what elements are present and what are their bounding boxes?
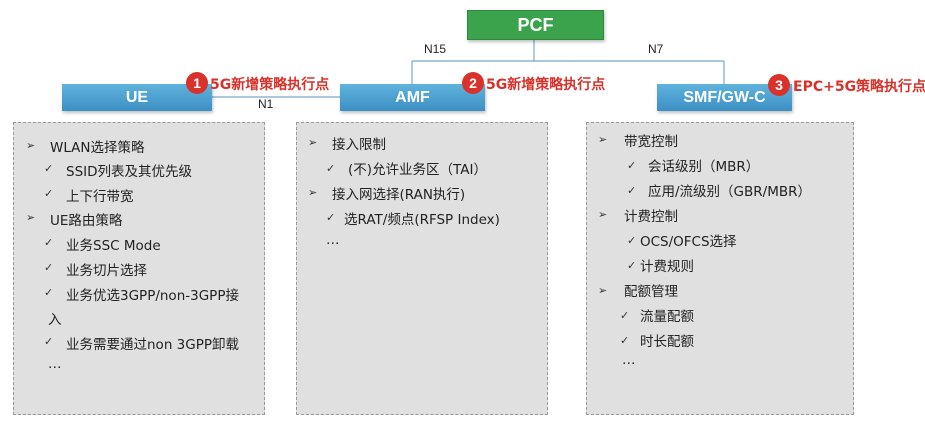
amf-node: AMF (340, 84, 485, 111)
bullet-icon: ➢ (308, 186, 318, 199)
ue-route-item: UE路由策略 (50, 213, 123, 229)
interface-n15-label: N15 (424, 42, 447, 56)
amf-rfsp-item: 选RAT/频点(RFSP Index) (344, 212, 500, 228)
smf-flow-item: 流量配额 (640, 309, 694, 325)
point-3-label: EPC+5G策略执行点 (793, 79, 925, 95)
smf-session-item: 会话级别（MBR） (648, 159, 760, 175)
ue-prefer-item-cont: 入 (48, 312, 62, 328)
smf-app-item: 应用/流级别（GBR/MBR） (648, 184, 811, 200)
check-icon: ✓ (627, 234, 637, 247)
smf-time-item: 时长配额 (640, 334, 694, 350)
point-2-badge: 2 (462, 72, 484, 94)
check-icon: ✓ (627, 184, 637, 197)
smf-ocs-item: OCS/OFCS选择 (640, 234, 737, 250)
check-icon: ✓ (627, 259, 637, 272)
ue-offload-item: 业务需要通过non 3GPP卸载 (66, 337, 239, 353)
smf-policy-panel (586, 122, 854, 415)
check-icon: ✓ (44, 335, 54, 348)
smf-bw-item: 带宽控制 (624, 134, 678, 150)
point-1-badge: 1 (186, 72, 208, 94)
bullet-icon: ➢ (598, 284, 608, 297)
smf-label: SMF/GW-C (683, 88, 766, 106)
check-icon: ✓ (44, 187, 54, 200)
bullet-icon: ➢ (26, 211, 36, 224)
ue-label: UE (125, 88, 149, 106)
interface-n7-label: N7 (648, 42, 664, 56)
amf-ran-item: 接入网选择(RAN执行) (332, 187, 466, 203)
amf-access-item: 接入限制 (332, 137, 386, 153)
ue-more: … (48, 356, 62, 372)
smf-rule-item: 计费规则 (640, 259, 694, 275)
interface-n1-label: N1 (258, 97, 274, 111)
ue-ssc-item: 业务SSC Mode (66, 238, 161, 254)
check-icon: ✓ (44, 162, 54, 175)
bullet-icon: ➢ (598, 133, 608, 146)
ue-policy-panel (13, 122, 265, 415)
point-1-label: 5G新增策略执行点 (210, 77, 330, 93)
check-icon: ✓ (620, 334, 630, 347)
ue-updown-item: 上下行带宽 (66, 189, 134, 205)
check-icon: ✓ (326, 211, 336, 224)
pcf-node: PCF (467, 10, 604, 40)
check-icon: ✓ (627, 159, 637, 172)
bullet-icon: ➢ (308, 136, 318, 149)
ue-ssid-item: SSID列表及其优先级 (66, 164, 193, 180)
smf-more: … (622, 352, 636, 368)
ue-slice-item: 业务切片选择 (66, 263, 147, 279)
ue-prefer-item: 业务优选3GPP/non-3GPP接 (66, 288, 239, 304)
check-icon: ✓ (44, 261, 54, 274)
check-icon: ✓ (44, 236, 54, 249)
amf-more: … (326, 232, 340, 248)
smf-charge-item: 计费控制 (624, 209, 678, 225)
pcf-label: PCF (517, 14, 554, 35)
point-3-badge: 3 (768, 74, 790, 96)
check-icon: ✓ (326, 162, 336, 175)
bullet-icon: ➢ (26, 139, 36, 152)
smf-quota-item: 配额管理 (624, 284, 678, 300)
amf-policy-panel (296, 122, 548, 415)
amf-tai-item: (不)允许业务区（TAI） (348, 162, 487, 178)
bullet-icon: ➢ (598, 208, 608, 221)
ue-wlan-item: WLAN选择策略 (50, 140, 145, 156)
check-icon: ✓ (620, 309, 630, 322)
check-icon: ✓ (44, 286, 54, 299)
amf-label: AMF (395, 88, 430, 106)
point-2-label: 5G新增策略执行点 (486, 77, 606, 93)
